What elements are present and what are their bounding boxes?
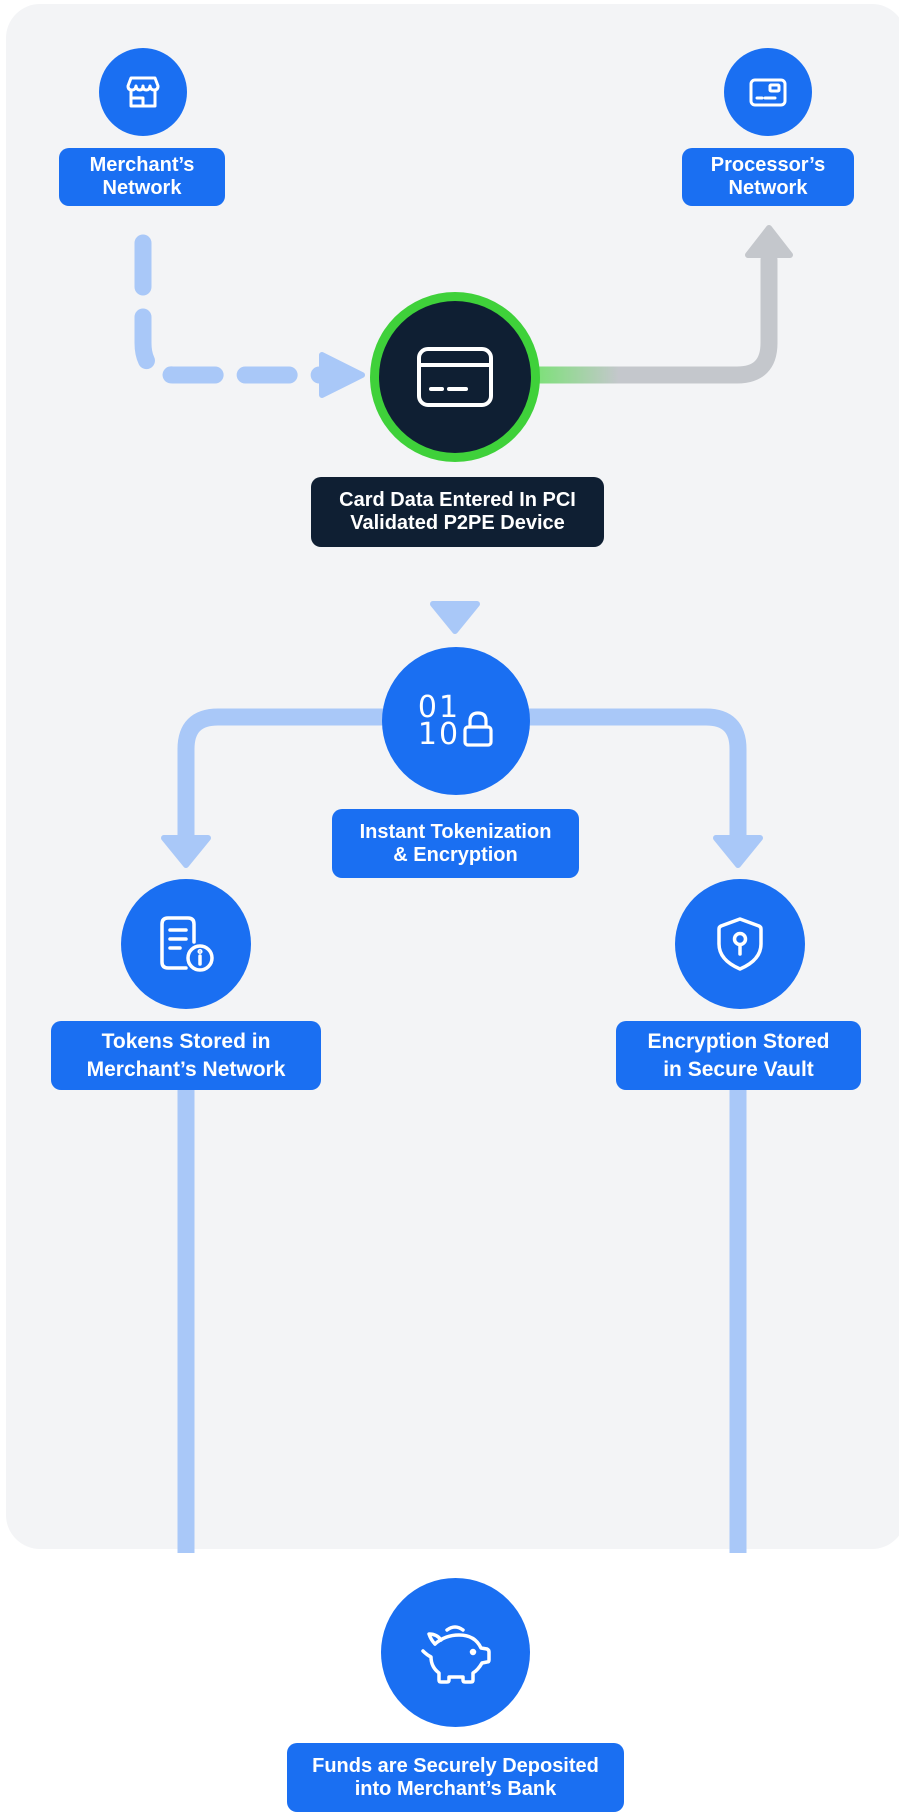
processor-network-label-line-2: Network bbox=[728, 177, 808, 199]
secure-vault-label-line-2: in Secure Vault bbox=[663, 1057, 814, 1081]
secure-vault-label: Encryption Stored in Secure Vault bbox=[616, 1021, 861, 1090]
edge-tokens-to-funds bbox=[177, 1081, 195, 1553]
tokenization-node: 01 10 bbox=[382, 647, 530, 795]
p2pe-device-label-line-2: Validated P2PE Device bbox=[350, 512, 565, 534]
piggy-bank-icon bbox=[417, 1620, 495, 1686]
p2pe-device-node bbox=[370, 292, 540, 462]
edge-tokenization-to-tokens bbox=[161, 708, 394, 868]
funds-deposited-label-line-2: into Merchant’s Bank bbox=[354, 1777, 557, 1800]
tokens-stored-label: Tokens Stored in Merchant’s Network bbox=[51, 1021, 321, 1090]
processor-network-node bbox=[724, 48, 812, 136]
document-info-icon bbox=[154, 912, 218, 976]
binary-text-bottom: 10 bbox=[417, 717, 461, 752]
merchant-network-label-line-1: Merchant’s bbox=[89, 154, 195, 176]
processor-network-label-line-1: Processor’s bbox=[710, 154, 826, 176]
credit-card-icon bbox=[415, 345, 495, 409]
shield-keyhole-icon bbox=[710, 914, 770, 974]
card-terminal-icon bbox=[748, 72, 788, 112]
secure-vault-label-line-1: Encryption Stored bbox=[647, 1029, 830, 1053]
secure-vault-node bbox=[675, 879, 805, 1009]
edge-tokenization-to-vault bbox=[516, 708, 763, 868]
processor-network-label: Processor’s Network bbox=[682, 148, 854, 206]
merchant-network-label: Merchant’s Network bbox=[59, 148, 225, 206]
binary-text-top: 01 bbox=[417, 690, 461, 725]
tokenization-label-line-2: & Encryption bbox=[393, 843, 518, 866]
tokenization-label: Instant Tokenization & Encryption bbox=[332, 809, 579, 878]
connectors bbox=[134, 225, 793, 1553]
edge-p2pe-to-processor bbox=[529, 225, 793, 384]
p2pe-device-label: Card Data Entered In PCI Validated P2PE … bbox=[311, 477, 604, 547]
storefront-icon bbox=[123, 72, 163, 112]
p2pe-device-label-line-1: Card Data Entered In PCI bbox=[339, 489, 576, 511]
funds-deposited-label-line-1: Funds are Securely Deposited bbox=[312, 1754, 599, 1777]
padlock-icon bbox=[463, 711, 493, 747]
edge-merchant-to-p2pe bbox=[134, 234, 365, 398]
binary-lock-icon: 01 10 bbox=[417, 690, 494, 752]
tokens-stored-node bbox=[121, 879, 251, 1009]
tokens-stored-label-line-2: Merchant’s Network bbox=[86, 1057, 286, 1081]
tokenization-label-line-1: Instant Tokenization bbox=[359, 820, 552, 843]
tokens-stored-label-line-1: Tokens Stored in bbox=[101, 1029, 271, 1053]
edge-vault-to-funds bbox=[729, 1081, 747, 1553]
merchant-network-label-line-2: Network bbox=[102, 177, 182, 199]
flow-diagram: Merchant’s Network Processor’s Network bbox=[6, 4, 899, 1812]
p2pe-device-inner bbox=[379, 301, 531, 453]
merchant-network-node bbox=[99, 48, 187, 136]
funds-deposited-node bbox=[381, 1578, 530, 1727]
funds-deposited-label: Funds are Securely Deposited into Mercha… bbox=[287, 1743, 624, 1812]
